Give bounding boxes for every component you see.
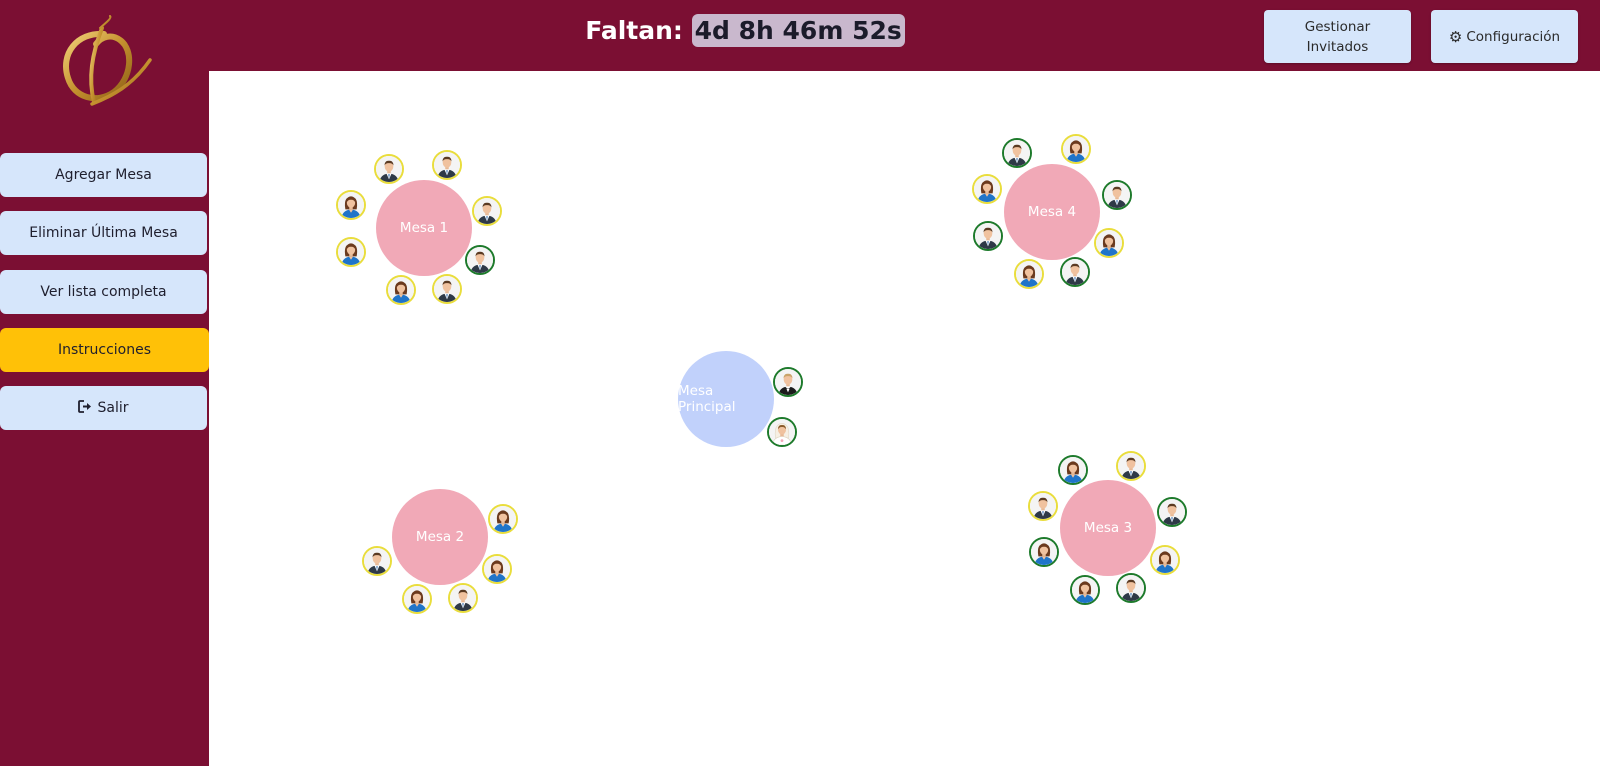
man-avatar-icon — [364, 548, 390, 574]
manage-guests-button[interactable]: Gestionar Invitados — [1264, 10, 1411, 63]
guest-seat[interactable] — [972, 174, 1002, 204]
guest-seat[interactable] — [402, 584, 432, 614]
bride-avatar-icon — [769, 419, 795, 445]
man-avatar-icon — [434, 276, 460, 302]
man-avatar-icon — [1104, 182, 1130, 208]
configuration-button[interactable]: ⚙ Configuración — [1431, 10, 1578, 63]
brand-logo — [52, 14, 156, 114]
woman-avatar-icon — [1152, 547, 1178, 573]
guest-seat[interactable] — [432, 274, 462, 304]
man-avatar-icon — [467, 247, 493, 273]
woman-avatar-icon — [1072, 577, 1098, 603]
groom-seat[interactable] — [773, 367, 803, 397]
guest-seat[interactable] — [1094, 228, 1124, 258]
man-avatar-icon — [434, 152, 460, 178]
sign-out-icon — [78, 399, 92, 417]
guest-seat[interactable] — [472, 196, 502, 226]
table-label: Mesa Principal — [678, 383, 736, 415]
woman-avatar-icon — [1063, 136, 1089, 162]
woman-avatar-icon — [1096, 230, 1122, 256]
woman-avatar-icon — [1060, 457, 1086, 483]
man-avatar-icon — [1159, 499, 1185, 525]
instructions-button[interactable]: Instrucciones — [0, 328, 209, 372]
woman-avatar-icon — [404, 586, 430, 612]
guest-seat[interactable] — [1061, 134, 1091, 164]
table-label: Mesa 4 — [1027, 204, 1077, 220]
countdown-value: 4d 8h 46m 52s — [691, 14, 905, 47]
man-avatar-icon — [474, 198, 500, 224]
guest-seat[interactable] — [448, 583, 478, 613]
floor-plan-canvas[interactable]: Mesa 1 Mesa 4 Mesa Principal Mesa 2 Mesa… — [209, 71, 1600, 766]
woman-avatar-icon — [974, 176, 1000, 202]
man-avatar-icon — [450, 585, 476, 611]
view-full-list-button[interactable]: Ver lista completa — [0, 270, 207, 314]
guest-seat[interactable] — [1070, 575, 1100, 605]
guest-seat[interactable] — [386, 275, 416, 305]
countdown-label: Faltan: — [585, 16, 683, 45]
guest-seat[interactable] — [1028, 491, 1058, 521]
guest-seat[interactable] — [488, 504, 518, 534]
guest-seat[interactable] — [1002, 138, 1032, 168]
configuration-label: Configuración — [1466, 28, 1561, 45]
gear-icon: ⚙ — [1448, 27, 1463, 46]
table-label: Mesa 2 — [415, 529, 465, 545]
countdown: Faltan: 4d 8h 46m 52s — [0, 14, 1490, 47]
instructions-label: Instrucciones — [57, 342, 152, 358]
manage-guests-label-line1: Gestionar — [1304, 18, 1371, 35]
guest-seat[interactable] — [1157, 497, 1187, 527]
guest-seat[interactable] — [1102, 180, 1132, 210]
table-mesa-2[interactable]: Mesa 2 — [392, 489, 488, 585]
woman-avatar-icon — [1031, 539, 1057, 565]
guest-seat[interactable] — [336, 190, 366, 220]
exit-button[interactable]: Salir — [0, 386, 207, 430]
table-mesa-3[interactable]: Mesa 3 — [1060, 480, 1156, 576]
man-avatar-icon — [975, 223, 1001, 249]
table-label: Mesa 3 — [1083, 520, 1133, 536]
woman-avatar-icon — [484, 556, 510, 582]
add-table-label: Agregar Mesa — [55, 167, 152, 183]
man-avatar-icon — [1118, 453, 1144, 479]
woman-avatar-icon — [338, 239, 364, 265]
table-label: Mesa 1 — [399, 220, 449, 236]
guest-seat[interactable] — [973, 221, 1003, 251]
guest-seat[interactable] — [465, 245, 495, 275]
guest-seat[interactable] — [1116, 573, 1146, 603]
woman-avatar-icon — [490, 506, 516, 532]
woman-avatar-icon — [388, 277, 414, 303]
add-table-button[interactable]: Agregar Mesa — [0, 153, 207, 197]
guest-seat[interactable] — [482, 554, 512, 584]
view-full-list-label: Ver lista completa — [40, 284, 167, 300]
groom-avatar-icon — [775, 369, 801, 395]
man-avatar-icon — [1030, 493, 1056, 519]
bride-seat[interactable] — [767, 417, 797, 447]
remove-last-table-label: Eliminar Última Mesa — [29, 225, 178, 241]
guest-seat[interactable] — [1014, 259, 1044, 289]
guest-seat[interactable] — [1029, 537, 1059, 567]
woman-avatar-icon — [1016, 261, 1042, 287]
man-avatar-icon — [1118, 575, 1144, 601]
woman-avatar-icon — [338, 192, 364, 218]
table-mesa-principal[interactable]: Mesa Principal — [678, 351, 774, 447]
exit-label: Salir — [97, 400, 129, 416]
guest-seat[interactable] — [362, 546, 392, 576]
guest-seat[interactable] — [1116, 451, 1146, 481]
man-avatar-icon — [376, 156, 402, 182]
guest-seat[interactable] — [374, 154, 404, 184]
guest-seat[interactable] — [432, 150, 462, 180]
table-mesa-4[interactable]: Mesa 4 — [1004, 164, 1100, 260]
remove-last-table-button[interactable]: Eliminar Última Mesa — [0, 211, 207, 255]
man-avatar-icon — [1062, 259, 1088, 285]
guest-seat[interactable] — [1060, 257, 1090, 287]
manage-guests-label-line2: Invitados — [1306, 38, 1369, 55]
table-mesa-1[interactable]: Mesa 1 — [376, 180, 472, 276]
guest-seat[interactable] — [1058, 455, 1088, 485]
guest-seat[interactable] — [336, 237, 366, 267]
man-avatar-icon — [1004, 140, 1030, 166]
guest-seat[interactable] — [1150, 545, 1180, 575]
